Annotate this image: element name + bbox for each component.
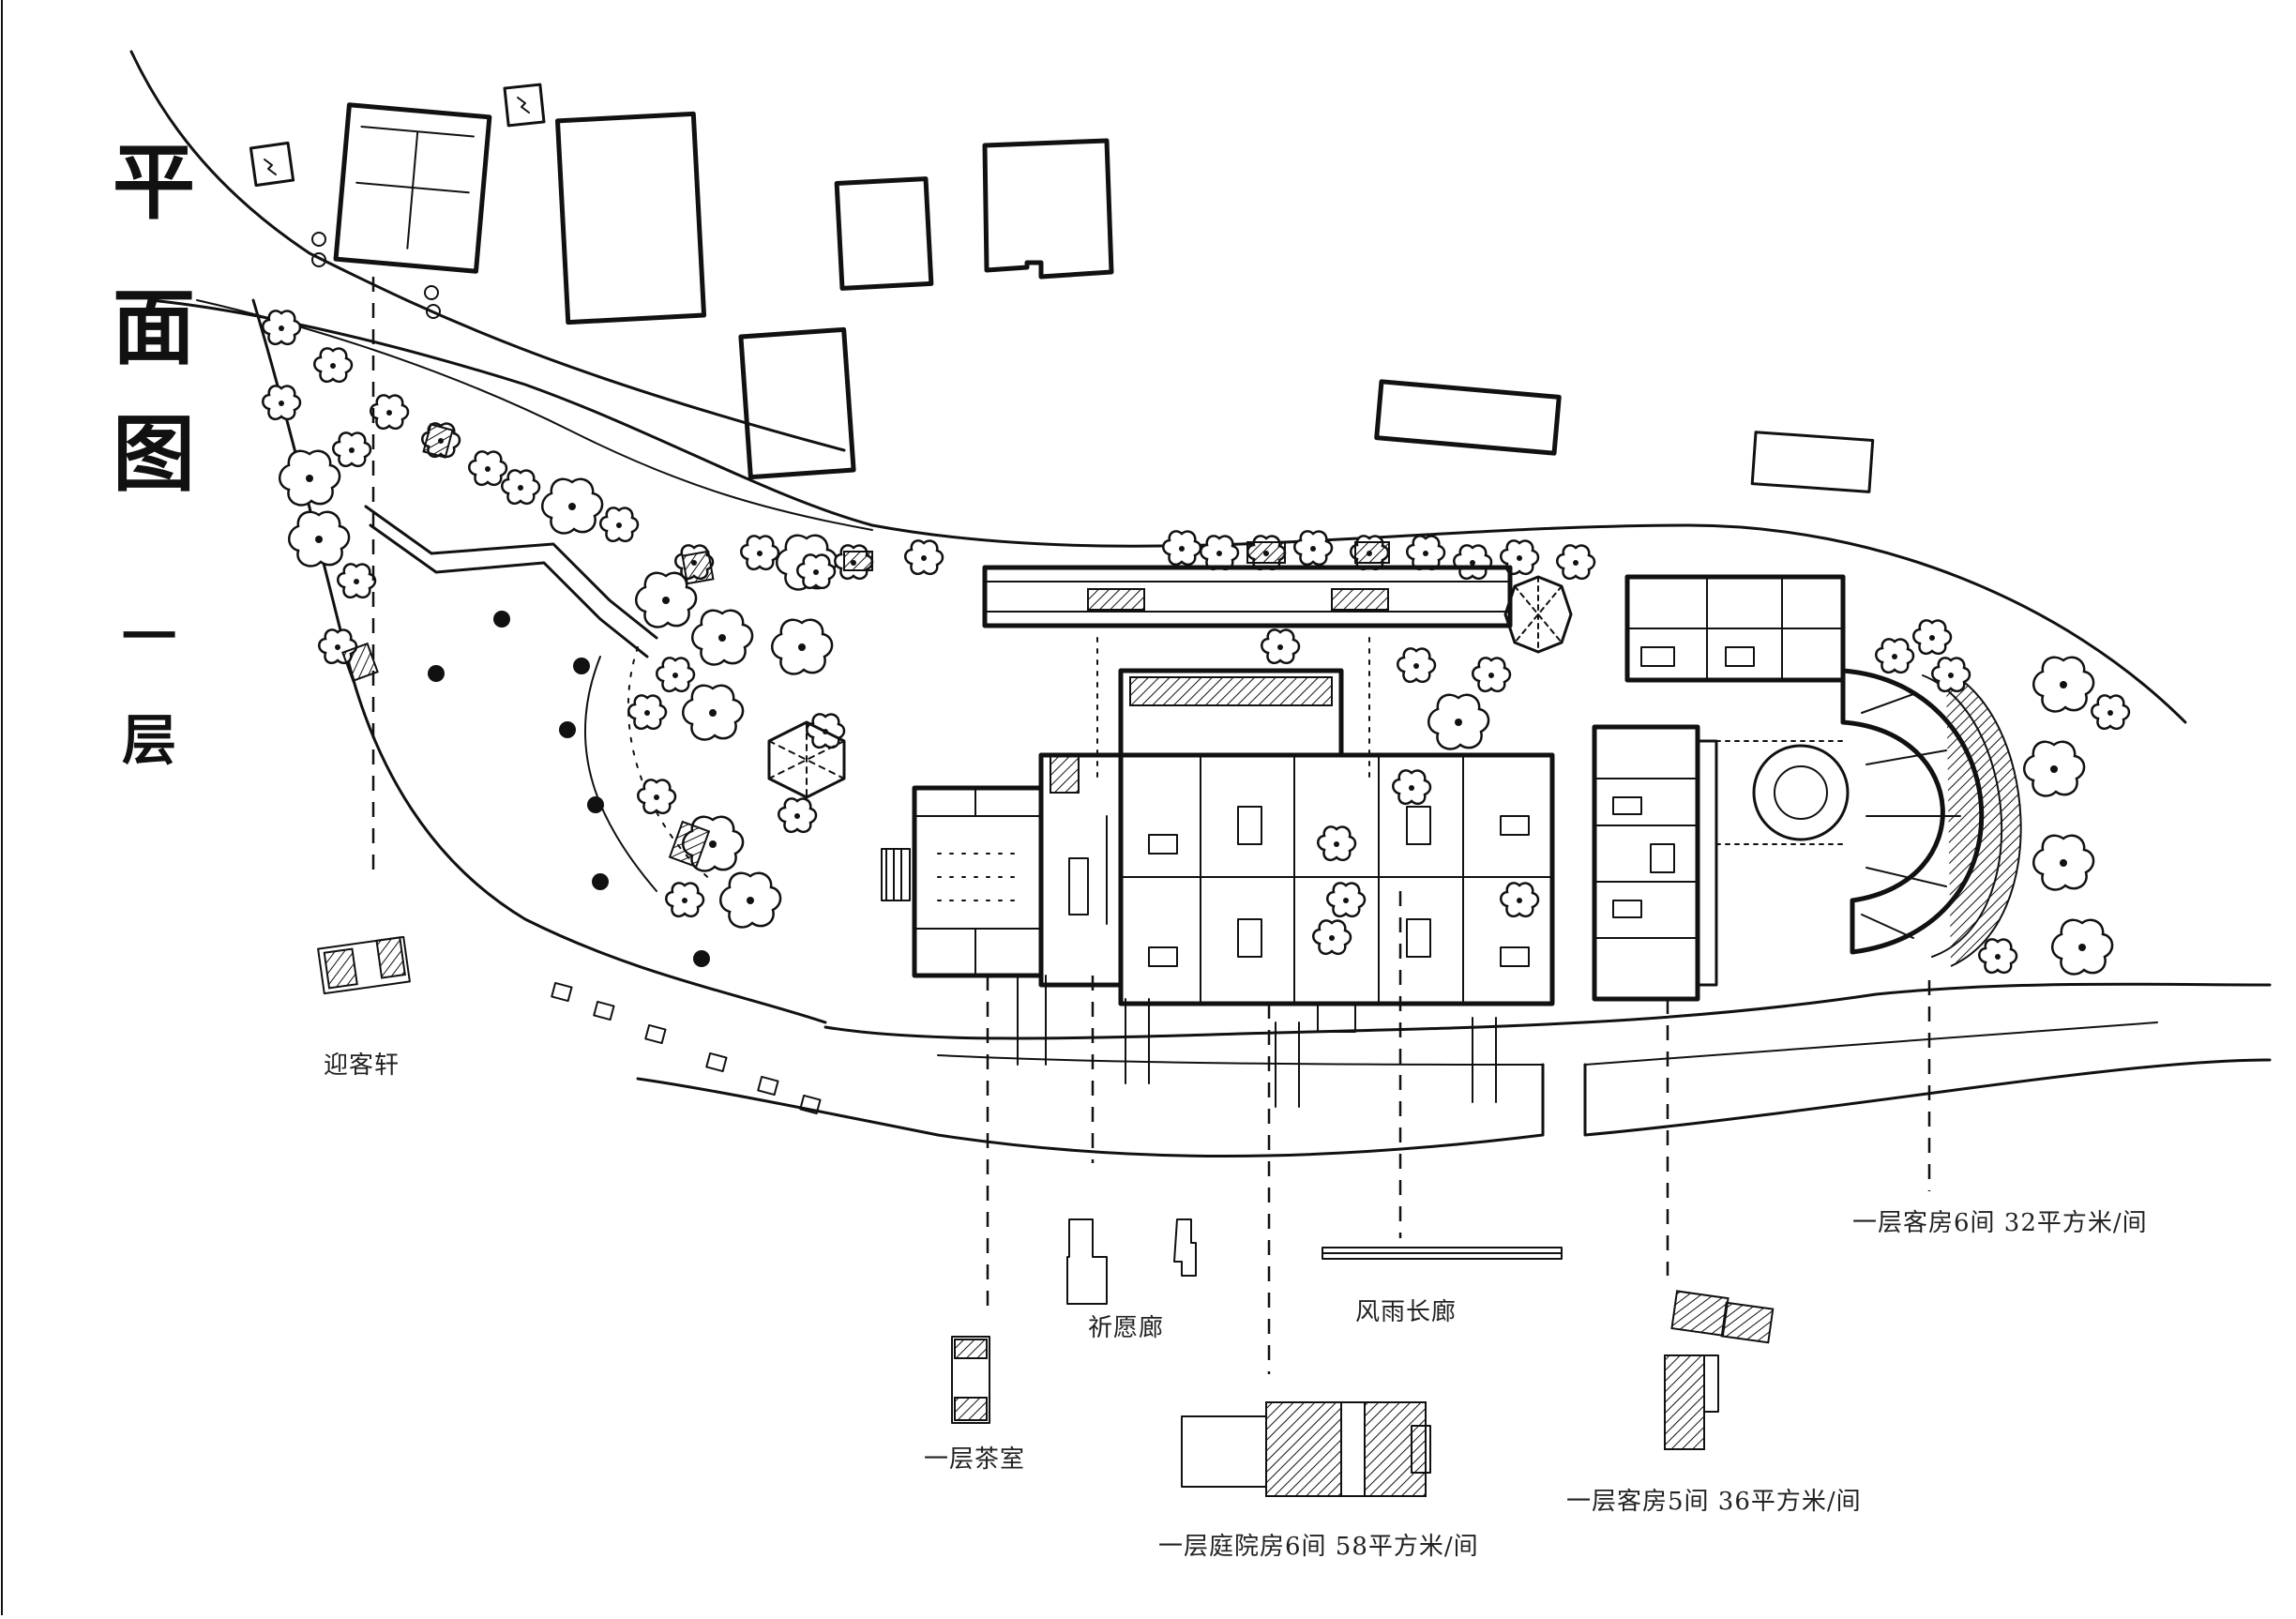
wind-rain-corridor-plan [982, 565, 1573, 654]
hexagon-pavilion-west [767, 720, 846, 799]
label-tea-room: 一层茶室 [924, 1445, 1026, 1474]
key-courtyard-rooms [1181, 1401, 1431, 1497]
title-char-3: 图 [113, 405, 196, 503]
key-wind-rain-corridor [1322, 1247, 1563, 1260]
central-hatched-bar [1096, 628, 1512, 806]
floor-char-1: 一 [122, 605, 177, 669]
guest-rooms-northeast-plan [1624, 574, 1846, 683]
courtyard-rooms-plan [1118, 752, 1555, 1033]
title-char-1: 平 [113, 133, 196, 231]
prayer-corridor-plan [1038, 752, 1124, 988]
key-tea-room [951, 1336, 990, 1424]
floor-char-2: 层 [122, 708, 177, 772]
key-guest-rooms-5 [1664, 1290, 1775, 1450]
label-guest-rooms-5: 一层客房5间 36平方米/间 [1566, 1488, 1862, 1516]
title-char-2: 面 [113, 279, 196, 376]
tea-room-plan [881, 785, 1044, 978]
upper-road [129, 50, 2187, 724]
key-prayer-corridor [1066, 1218, 1197, 1305]
label-courtyard-rooms: 一层庭院房6间 58平方米/间 [1158, 1533, 1479, 1561]
river-edge [551, 975, 2272, 1158]
tree-row-north [796, 530, 1596, 590]
key-welcome-pavilion [317, 935, 411, 995]
tree-cluster-west [262, 310, 846, 929]
guest-rooms-5-plan [1592, 724, 1718, 1002]
label-guest-rooms-6: 一层客房6间 32平方米/间 [1852, 1209, 2148, 1237]
west-garden [251, 298, 827, 1024]
label-wind-rain-corridor: 风雨长廊 [1355, 1298, 1458, 1326]
label-prayer-corridor: 祈愿廊 [1088, 1314, 1165, 1342]
label-welcome-pavilion: 迎客轩 [324, 1052, 400, 1080]
guest-rooms-6-plan [1715, 668, 2022, 967]
leader-lines [371, 277, 1931, 1374]
north-buildings [249, 83, 1875, 493]
